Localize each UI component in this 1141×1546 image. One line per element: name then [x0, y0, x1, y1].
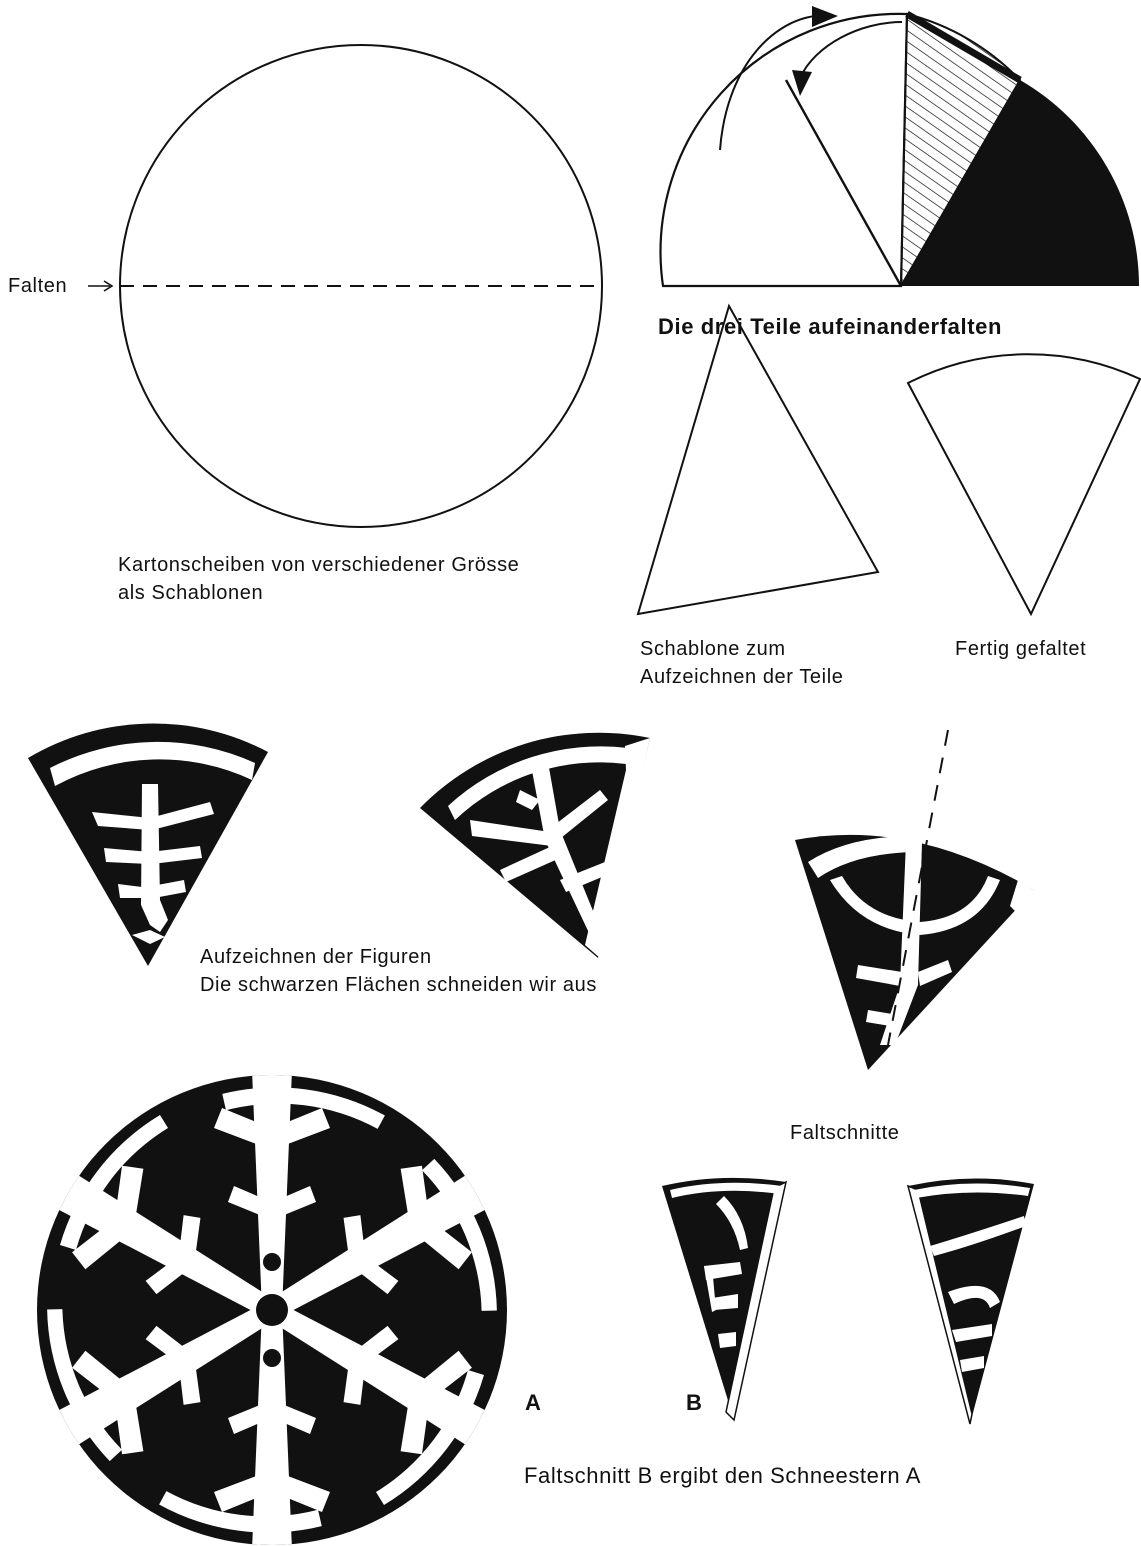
- draw-figures-caption-line-2: Die schwarzen Flächen schneiden wir aus: [200, 972, 597, 998]
- sector-white: [661, 14, 907, 286]
- sector-divider: [786, 80, 901, 286]
- fold-label: Falten: [8, 273, 67, 299]
- arrowhead-icon: [792, 70, 812, 96]
- cut-figure-wedge-3: [795, 730, 1034, 1070]
- cut-figure-wedge-1: [28, 724, 268, 966]
- template-caption-line-2: als Schablonen: [118, 580, 263, 606]
- marker-a: A: [525, 1390, 542, 1416]
- folded-caption: Fertig gefaltet: [955, 636, 1086, 662]
- folded-wedge: [908, 354, 1140, 614]
- snowflake-a: [0, 1006, 586, 1546]
- cut-figure-wedge-2: [420, 733, 650, 958]
- arrowhead-icon: [812, 6, 838, 27]
- triangle-caption-line-2: Aufzeichnen der Teile: [640, 664, 843, 690]
- fold-cuts-caption: Faltschnitte: [790, 1120, 899, 1146]
- semicircle-folding-diagram: [661, 6, 1139, 286]
- draw-figures-caption-line-1: Aufzeichnen der Figuren: [200, 944, 432, 970]
- template-circle-diagram: [88, 45, 602, 527]
- template-caption-line-1: Kartonscheiben von verschiedener Grösse: [118, 552, 519, 578]
- triangle-template: [638, 306, 878, 614]
- fold-three-parts-caption: Die drei Teile aufeinanderfalten: [658, 314, 1002, 340]
- marker-b: B: [686, 1390, 703, 1416]
- triangle-caption-line-1: Schablone zum: [640, 636, 786, 662]
- fold-arc-arrow-icon: [800, 22, 902, 78]
- faltschnitt-wedge-b: [662, 1178, 786, 1420]
- faltschnitt-wedge-right: [908, 1178, 1034, 1424]
- result-caption: Faltschnitt B ergibt den Schneestern A: [524, 1463, 921, 1489]
